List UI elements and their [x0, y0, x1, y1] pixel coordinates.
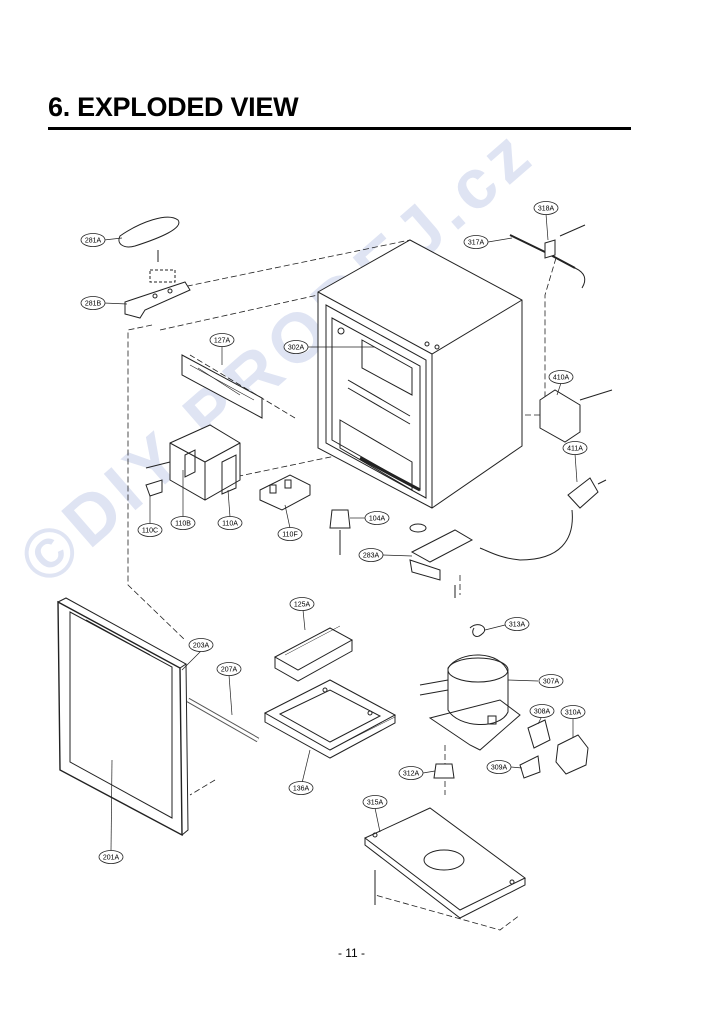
shelf-127a [181, 354, 263, 419]
base-plate-315a [364, 807, 526, 919]
callout-127a: 127A [209, 333, 235, 347]
callout-411a: 411A [562, 441, 588, 455]
wire-313a [469, 624, 486, 637]
cabinet-body [317, 239, 523, 509]
title-rule [48, 127, 631, 130]
callout-302a-label: 302A [288, 345, 305, 352]
callout-312a: 312A [398, 766, 424, 780]
callout-203a-label: 203A [193, 643, 210, 650]
drip-tray-136a [263, 679, 397, 759]
callout-411a-label: 411A [567, 446, 583, 453]
callout-317a-label: 317A [468, 240, 485, 247]
callout-104a-label: 104A [369, 516, 386, 523]
callout-313a-label: 313A [509, 622, 526, 629]
page-number: - 11 - [337, 946, 366, 960]
callout-203a: 203A [188, 638, 214, 652]
callout-110f-label: 110F [282, 532, 297, 539]
leg-104a [329, 509, 351, 555]
callout-125a-label: 125A [294, 602, 311, 609]
sensor-317a [509, 224, 586, 289]
callout-110a-label: 110A [222, 521, 238, 528]
callout-308a: 308A [529, 704, 555, 718]
callout-307a: 307A [538, 674, 564, 688]
callout-136a: 136A [288, 781, 314, 795]
callout-136a-label: 136A [293, 786, 310, 793]
callout-283a: 283A [358, 548, 384, 562]
callout-283a-label: 283A [363, 553, 380, 560]
callout-309a: 309A [486, 760, 512, 774]
callout-125a: 125A [289, 597, 315, 611]
protector-310a [555, 734, 589, 775]
callout-310a-label: 310A [565, 710, 582, 717]
door-201a [57, 597, 189, 837]
power-cord-411a [479, 477, 607, 561]
callout-104a: 104A [364, 511, 390, 525]
compressor-307a [419, 654, 521, 751]
callout-308a-label: 308A [534, 709, 551, 716]
callout-207a: 207A [216, 662, 242, 676]
callout-110b: 110B [170, 516, 196, 530]
callout-110c-label: 110C [142, 528, 158, 535]
callout-317a: 317A [463, 235, 489, 249]
handle-281a [118, 216, 180, 262]
callout-310a: 310A [560, 705, 586, 719]
callout-110a: 110A [217, 516, 243, 530]
callout-307a-label: 307A [543, 679, 560, 686]
callout-201a: 201A [98, 850, 124, 864]
lamp-holder-110f [259, 474, 311, 511]
callout-110c: 110C [137, 523, 163, 537]
callout-318a-label: 318A [538, 206, 555, 213]
relay-308a [527, 719, 551, 749]
callout-207a-label: 207A [221, 667, 238, 674]
callout-315a: 315A [362, 795, 388, 809]
grommet-312a [433, 763, 455, 779]
callout-410a: 410A [548, 370, 574, 384]
hinge-283a [409, 523, 474, 598]
terminal-box-410a [539, 389, 613, 443]
gasket-207a [186, 697, 260, 743]
hinge-281b [124, 269, 191, 319]
clip-309a [519, 755, 541, 779]
callout-110b-label: 110B [175, 521, 191, 528]
callout-127a-label: 127A [214, 338, 231, 345]
callout-110f: 110F [277, 527, 303, 541]
callout-201a-label: 201A [103, 855, 120, 862]
callout-281b: 281B [80, 296, 106, 310]
callout-281a-label: 281A [85, 238, 102, 245]
ice-tray-125a [273, 625, 354, 682]
callout-312a-label: 312A [403, 771, 420, 778]
callout-313a: 313A [504, 617, 530, 631]
callout-410a-label: 410A [553, 375, 570, 382]
callout-281a: 281A [80, 233, 106, 247]
part-callouts: 281A 281B 127A 302A 318A 317A 410A 411A … [80, 201, 588, 864]
control-box-110 [145, 424, 241, 501]
callout-302a: 302A [283, 340, 309, 354]
callout-318a: 318A [533, 201, 559, 215]
page-title: 6. EXPLODED VIEW [48, 92, 299, 122]
callout-315a-label: 315A [367, 800, 384, 807]
callout-281b-label: 281B [85, 301, 102, 308]
leader-lines [103, 213, 578, 852]
callout-309a-label: 309A [491, 765, 508, 772]
